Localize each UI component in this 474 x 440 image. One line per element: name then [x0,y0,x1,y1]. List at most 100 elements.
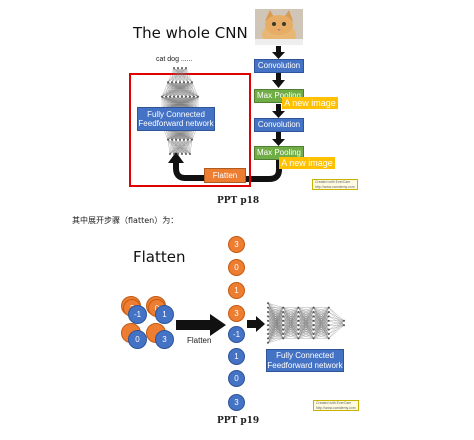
network-node [266,319,270,322]
network-node [166,81,170,84]
network-node [282,324,285,327]
network-edge [181,139,193,155]
network-edge [181,82,193,97]
network-edge [283,307,299,339]
network-edge [267,307,284,343]
output-label: cat dog ...... [156,56,193,63]
network-node [176,66,180,70]
network-node [166,138,170,141]
network-edge [328,320,345,339]
network-node [312,324,315,327]
network-edge [191,82,199,97]
caption-p18: PPT p18 [217,196,260,206]
network-edge [328,320,345,335]
network-edge [313,311,329,339]
network-edge [267,316,284,343]
network-edge [313,307,329,335]
network-node [266,328,270,331]
network-edge [189,82,193,97]
network-edge [169,139,193,155]
network-edge [313,325,329,339]
to-network-arrow [247,316,265,332]
network-node [184,152,188,156]
network-node [327,332,330,336]
network-node [190,81,194,84]
fc-label-1: Fully Connected Feedforward network [137,107,215,131]
network-edge [161,82,177,97]
network-edge [267,329,284,343]
network-edge [267,307,284,330]
network-edge [267,307,284,317]
network-edge [185,67,193,83]
fc-network-drawing-2 [266,302,346,344]
network-edge [185,82,193,97]
network-edge [267,311,284,343]
column-circle-8: 3 [228,394,245,411]
network-node [282,319,285,322]
network-node [297,319,300,322]
network-node [297,315,300,318]
network-node [282,306,285,309]
network-node [327,315,330,318]
network-node [266,324,270,327]
network-edge [267,307,284,321]
network-edge [283,329,299,339]
network-node [342,319,346,322]
network-edge [298,329,314,339]
new-image-label-2: A new image [279,157,335,169]
network-edge [185,139,193,155]
network-node [176,95,180,98]
network-node [176,152,180,156]
network-edge [167,67,183,83]
network-edge [283,307,299,321]
network-node [266,306,270,309]
network-node [172,152,176,156]
network-edge [313,333,329,339]
network-node [327,337,330,340]
network-edge [267,338,284,343]
network-node [312,319,315,322]
network-node [172,95,176,98]
network-node [190,138,194,141]
network-edge [283,307,299,313]
network-edge [298,316,314,339]
network-node [180,95,184,98]
network-edge [169,139,177,155]
flatten-arrow [176,314,226,336]
column-circle-6: 1 [228,348,245,365]
network-node [297,328,300,331]
network-node [266,341,270,344]
network-node [342,324,346,327]
network-node [178,81,182,84]
network-edge [298,333,314,339]
network-node [297,306,300,309]
network-node [188,95,192,98]
network-node [282,337,285,340]
body-paragraph: 其中展开步骤（flatten）为： [72,216,179,225]
network-edge [298,325,314,339]
network-node [174,81,178,84]
network-edge [167,67,179,83]
column-circle-2: 0 [228,259,245,276]
network-node [170,81,174,84]
network-edge [161,82,193,97]
network-edge [165,82,193,97]
network-edge [313,307,329,330]
network-node [282,315,285,318]
network-node [266,332,270,336]
network-node [282,328,285,331]
matrix-circle-val-4: 1 [155,305,174,324]
network-edge [189,139,193,155]
network-node [297,337,300,340]
network-edge [328,325,345,339]
network-node [186,81,190,84]
network-edge [283,333,299,339]
network-edge [283,316,299,339]
network-edge [328,316,345,321]
network-node [282,310,285,314]
network-edge [167,67,187,83]
network-edge [313,307,329,326]
network-edge [328,311,345,321]
network-edge [169,139,181,155]
